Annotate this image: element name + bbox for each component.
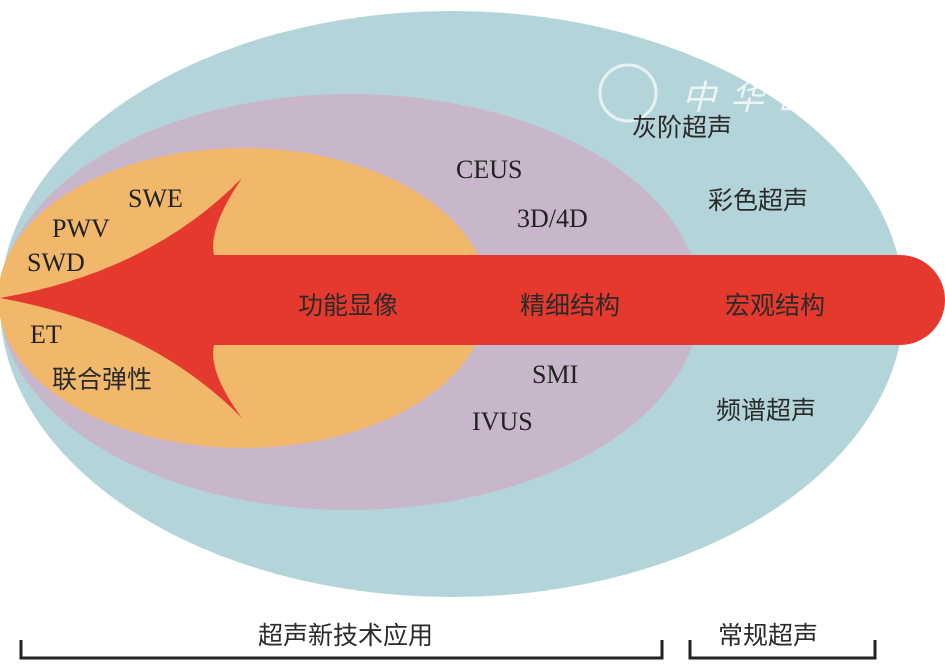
label-fine-structure: 精细结构 (520, 291, 621, 320)
label-ivus: IVUS (472, 407, 533, 436)
label-3d-4d: 3D/4D (517, 204, 588, 233)
label-pwv: PWV (52, 214, 110, 243)
label-grayscale: 灰阶超声 (632, 113, 733, 142)
label-ceus: CEUS (456, 155, 523, 184)
label-swd: SWD (27, 248, 85, 277)
bracket-label-new-tech: 超声新技术应用 (258, 621, 434, 650)
bracket-new-tech (19, 640, 664, 660)
label-et: ET (30, 320, 62, 349)
watermark: 中华医学会 (682, 78, 922, 118)
label-swe: SWE (128, 184, 183, 213)
label-spectral-doppler: 频谱超声 (716, 396, 817, 425)
label-combined-elasticity: 联合弹性 (52, 365, 153, 394)
bracket-conventional (688, 640, 877, 660)
label-functional-imaging: 功能显像 (298, 291, 399, 320)
bracket-label-conventional: 常规超声 (718, 621, 819, 650)
label-smi: SMI (532, 360, 579, 389)
watermark-seal-icon (598, 63, 658, 123)
red-arrow (0, 178, 945, 418)
label-color-doppler: 彩色超声 (708, 186, 809, 215)
label-macro-structure: 宏观结构 (725, 291, 826, 320)
